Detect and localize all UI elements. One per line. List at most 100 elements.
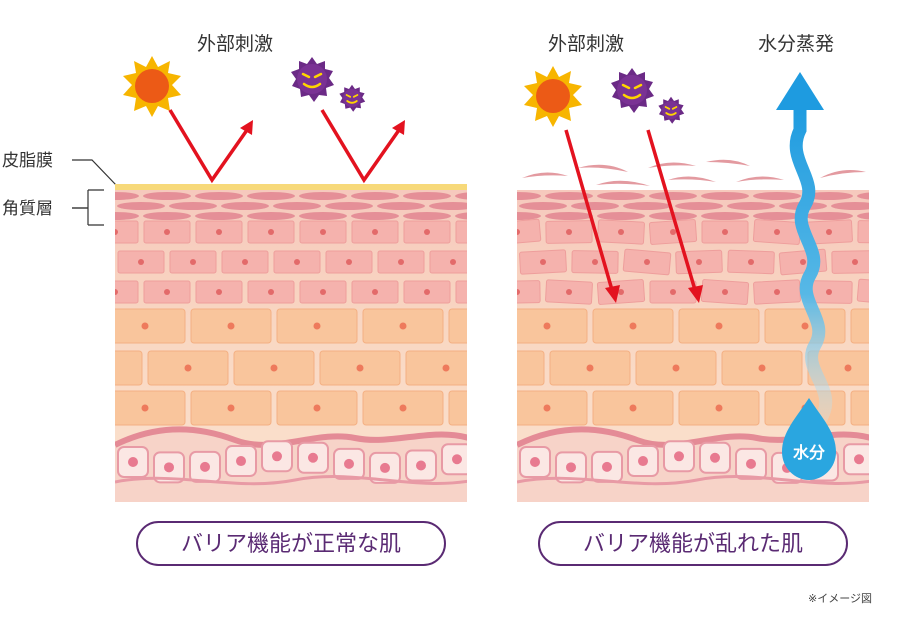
cell-nucleus bbox=[540, 259, 546, 265]
corneum-cell bbox=[857, 192, 869, 200]
cell-nucleus bbox=[476, 289, 482, 295]
cell-nucleus bbox=[629, 404, 637, 412]
corneum-cell bbox=[675, 202, 723, 210]
corneum-cell bbox=[403, 212, 451, 220]
cell-nucleus bbox=[115, 289, 118, 295]
left-caption-text: バリア機能が正常な肌 bbox=[181, 532, 401, 557]
right-caption: バリア機能が乱れた肌 bbox=[538, 521, 848, 566]
evaporation-label: 水分蒸発 bbox=[758, 33, 834, 55]
cell-nucleus bbox=[826, 229, 832, 235]
cell-nucleus bbox=[566, 289, 572, 295]
cell-nucleus bbox=[216, 289, 222, 295]
skin-cell bbox=[405, 350, 467, 386]
left-stimulus-label: 外部刺激 bbox=[197, 33, 273, 55]
cell-nucleus bbox=[380, 462, 390, 473]
cell-nucleus bbox=[268, 289, 274, 295]
corneum-cell bbox=[753, 192, 801, 200]
cell-nucleus bbox=[320, 229, 326, 235]
cell-nucleus bbox=[184, 364, 192, 372]
corneum-cell bbox=[429, 202, 467, 210]
cell-nucleus bbox=[746, 458, 756, 469]
right-panel: 外部刺激 水分蒸発 bbox=[467, 33, 900, 566]
cell-nucleus bbox=[722, 289, 728, 295]
basal-membrane bbox=[115, 475, 467, 486]
skin-cell bbox=[857, 220, 869, 244]
cell-nucleus bbox=[844, 364, 852, 372]
sun-icon bbox=[123, 56, 181, 117]
corneum-cell bbox=[455, 212, 467, 220]
cell-nucleus bbox=[710, 452, 720, 463]
germ-icon bbox=[339, 84, 366, 112]
cell-nucleus bbox=[313, 404, 321, 412]
cell-nucleus bbox=[878, 229, 884, 235]
corneum-cell bbox=[753, 212, 801, 220]
corneum-cell bbox=[701, 212, 749, 220]
cell-nucleus bbox=[758, 364, 766, 372]
corneum-cell bbox=[623, 202, 671, 210]
arrow-head bbox=[240, 120, 253, 135]
germ-icon bbox=[291, 57, 334, 102]
cell-nucleus bbox=[530, 457, 540, 467]
cell-nucleus bbox=[852, 259, 858, 265]
left-caption: バリア機能が正常な肌 bbox=[136, 521, 446, 566]
cell-nucleus bbox=[424, 289, 430, 295]
corneum-cell bbox=[883, 202, 900, 210]
cell-nucleus bbox=[586, 364, 594, 372]
cell-nucleus bbox=[372, 229, 378, 235]
flaking-scales bbox=[522, 159, 866, 186]
penetrating-arrow bbox=[564, 129, 697, 291]
germ-icon bbox=[658, 96, 685, 124]
corneum-cell bbox=[117, 202, 165, 210]
cell-nucleus bbox=[748, 259, 754, 265]
corneum-cell bbox=[169, 202, 217, 210]
skin-cell bbox=[467, 248, 515, 275]
skin-cell bbox=[115, 390, 186, 426]
cell-nucleus bbox=[502, 259, 508, 265]
cell-nucleus bbox=[372, 289, 378, 295]
cell-nucleus bbox=[674, 451, 684, 462]
cell-nucleus bbox=[501, 365, 508, 372]
image-note: ※イメージ図 bbox=[808, 592, 872, 605]
cell-nucleus bbox=[670, 289, 676, 295]
cell-nucleus bbox=[618, 289, 624, 295]
skin-cell bbox=[19, 391, 99, 425]
damaged-skin-block bbox=[467, 190, 900, 502]
corneum-cell bbox=[351, 192, 399, 200]
cell-nucleus bbox=[320, 289, 326, 295]
skin-cell bbox=[850, 390, 869, 426]
corneum-cell bbox=[597, 192, 645, 200]
corneum-cell bbox=[247, 212, 295, 220]
cell-nucleus bbox=[450, 259, 456, 265]
cell-nucleus bbox=[313, 322, 321, 330]
water-label: 水分 bbox=[793, 443, 825, 462]
cell-nucleus bbox=[86, 259, 92, 265]
cell-nucleus bbox=[60, 229, 66, 235]
corneum-cell bbox=[143, 212, 191, 220]
skin-cell bbox=[517, 280, 541, 304]
skin-cell bbox=[40, 221, 86, 243]
cell-nucleus bbox=[216, 229, 222, 235]
sebum-label: 皮脂膜 bbox=[2, 151, 53, 171]
cell-nucleus bbox=[190, 259, 196, 265]
corneum-cell bbox=[857, 212, 869, 220]
cell-nucleus bbox=[308, 452, 318, 463]
corneum-cell bbox=[597, 212, 645, 220]
arrow-head bbox=[392, 120, 405, 135]
cell-nucleus bbox=[270, 364, 278, 372]
germ-icon bbox=[611, 68, 654, 113]
basal-membrane bbox=[517, 475, 869, 486]
cell-nucleus bbox=[715, 404, 723, 412]
corneum-cell bbox=[831, 202, 869, 210]
cell-nucleus bbox=[486, 405, 493, 412]
corneum-cell bbox=[377, 202, 425, 210]
corneum-cell bbox=[805, 192, 853, 200]
cell-nucleus bbox=[346, 259, 352, 265]
cell-nucleus bbox=[344, 458, 354, 469]
skin-cell bbox=[40, 281, 86, 303]
cell-nucleus bbox=[141, 322, 149, 330]
cell-nucleus bbox=[398, 259, 404, 265]
stratum-bracket bbox=[72, 189, 104, 226]
evaporation-arrow-head bbox=[776, 72, 824, 110]
cell-nucleus bbox=[878, 289, 884, 295]
